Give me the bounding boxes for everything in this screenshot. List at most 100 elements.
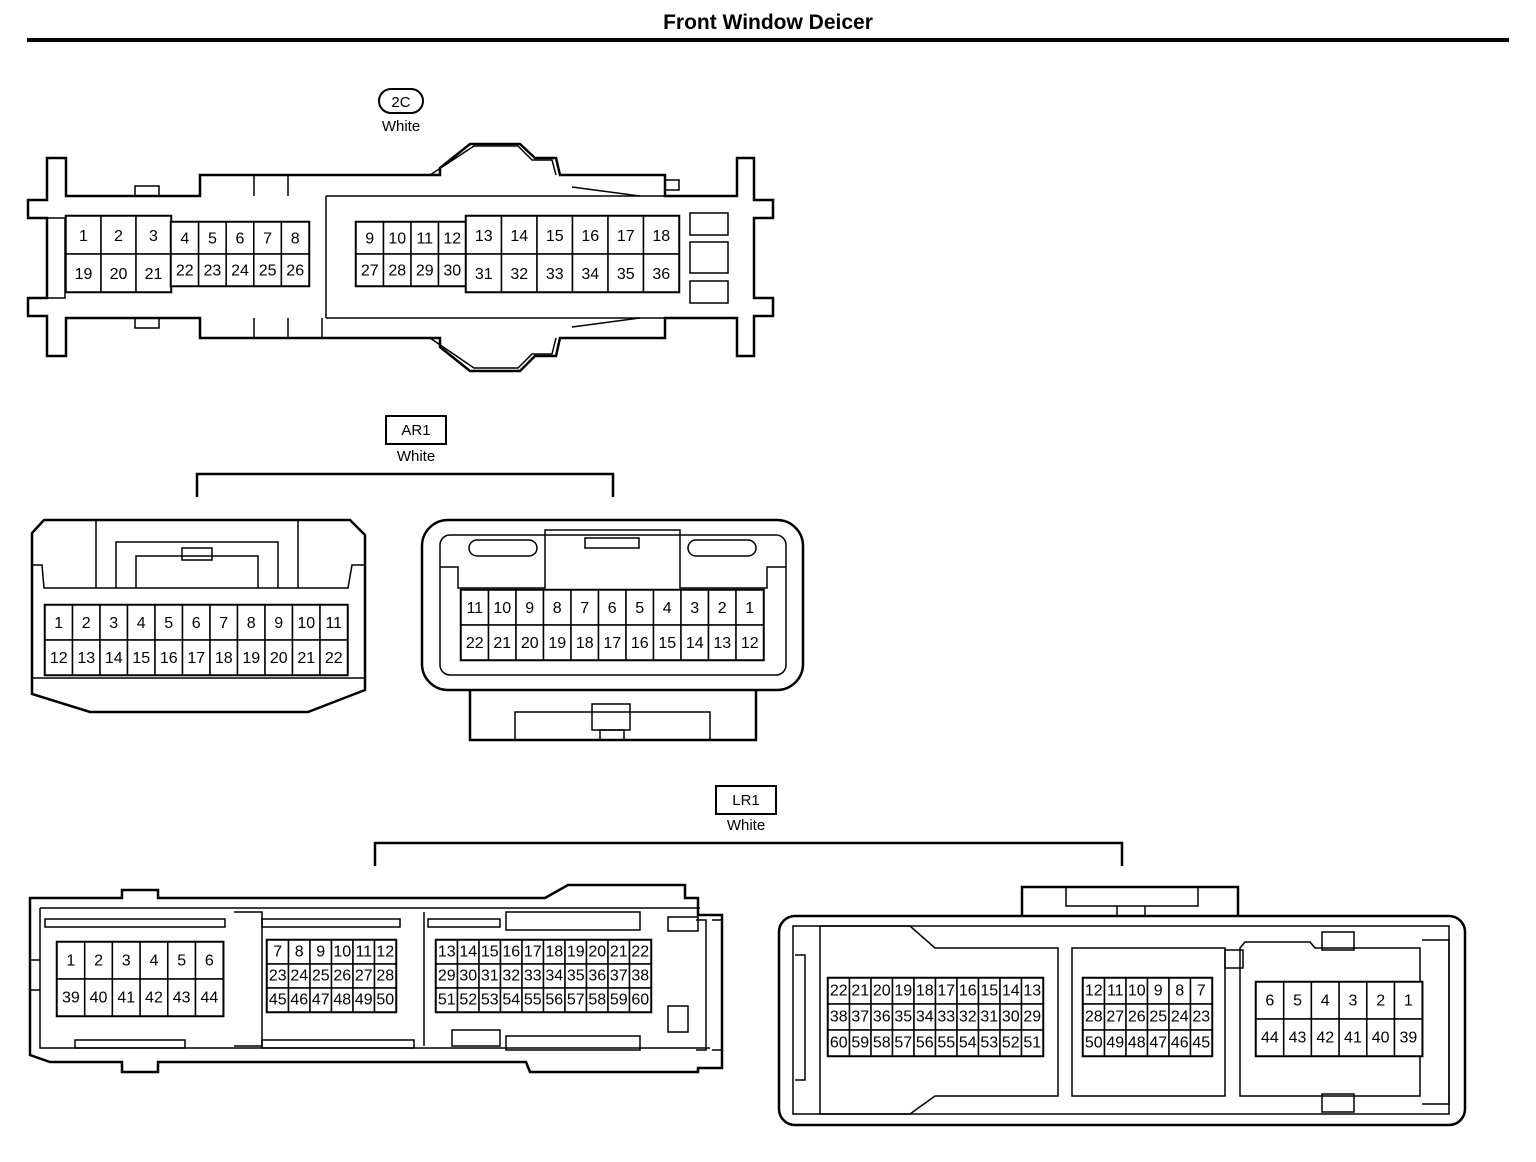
- lr1-right-a-pin-number: 36: [873, 1009, 891, 1026]
- lr1-right-a-pin-number: 59: [851, 1035, 869, 1052]
- lr1-left-b-pin-number: 10: [333, 944, 351, 961]
- lr1-right-a-pin-number: 52: [1002, 1035, 1020, 1052]
- ar1-left-pin-cell: [181, 639, 211, 676]
- lr1-right-b-pin-number: 26: [1128, 1009, 1146, 1026]
- c2c-d-pin-cell: [642, 215, 680, 255]
- lr1-left-a-pin-cell: [111, 978, 141, 1017]
- ar1-right-pin-cell: [487, 624, 517, 661]
- c2c-d-pin-cell: [642, 253, 680, 293]
- connector-lr1-right-housing: [777, 885, 1467, 1127]
- ar1-left-pin-number: 11: [325, 615, 342, 632]
- lr1-left-c-pin-number: 29: [438, 968, 456, 985]
- lr1-right-c-pin-cell: [1310, 1018, 1340, 1057]
- lr1-left-b-pin-number: 11: [355, 944, 372, 961]
- c2c-c-pin-cell: [410, 253, 440, 287]
- ar1-right-pin-number: 12: [741, 635, 759, 652]
- ar1-left-pin-number: 14: [105, 650, 123, 667]
- lr1-right-c-pin-cell: [1366, 1018, 1396, 1057]
- ar1-left-pin-number: 19: [242, 650, 260, 667]
- lr1-left-a-pin-number: 39: [62, 990, 80, 1007]
- connector-lr1-code-badge: LR1: [715, 785, 777, 815]
- c2c-a-pin-number: 20: [110, 266, 128, 283]
- c2c-b-pin-cell: [280, 253, 310, 287]
- ar1-right-pin-cell: [707, 589, 737, 626]
- ar1-left-pin-cell: [209, 604, 239, 641]
- lr1-left-b-pin-number: 48: [333, 992, 351, 1009]
- ar1-left-pin-number: 6: [192, 615, 201, 632]
- connector-ar1-right-housing: [420, 518, 805, 742]
- c2c-b-pin-cell: [253, 253, 283, 287]
- c2c-c-pin-number: 28: [388, 262, 406, 279]
- lr1-left-a-pin-number: 1: [66, 953, 75, 970]
- lr1-right-a-pin-number: 58: [873, 1035, 891, 1052]
- lr1-left-c-pin-number: 53: [481, 992, 499, 1009]
- lr1-right-a-pin-number: 15: [980, 983, 998, 1000]
- lr1-left-a-pin-cell: [167, 941, 197, 980]
- ar1-right-pin-number: 9: [525, 600, 534, 617]
- c2c-c-pin-number: 11: [416, 230, 433, 247]
- ar1-left-pin-cell: [71, 639, 101, 676]
- lr1-right-a-pin-number: 55: [937, 1035, 955, 1052]
- connector-ar1-color: White: [396, 448, 436, 465]
- lr1-right-b-pin-number: 24: [1171, 1009, 1189, 1026]
- ar1-right-pin-number: 10: [493, 600, 511, 617]
- ar1-right-pin-number: 14: [686, 635, 704, 652]
- lr1-left-c-pin-number: 13: [438, 944, 456, 961]
- c2c-c-pin-number: 27: [361, 262, 379, 279]
- lr1-left-c-pin-number: 33: [524, 968, 542, 985]
- lr1-left-b-pin-number: 45: [269, 992, 287, 1009]
- c2c-c-pin-number: 29: [416, 262, 434, 279]
- c2c-d-pin-number: 32: [510, 266, 528, 283]
- lr1-left-c-pin-number: 35: [567, 968, 585, 985]
- lr1-left-c-pin-number: 57: [567, 992, 585, 1009]
- ar1-left-pin-cell: [126, 604, 156, 641]
- c2c-c-pin-number: 12: [443, 230, 461, 247]
- c2c-a-pin-cell: [100, 253, 137, 293]
- lr1-left-c-pin-number: 21: [610, 944, 628, 961]
- connector-ar1-left-housing: [30, 518, 367, 714]
- c2c-b-pin-number: 7: [263, 230, 272, 247]
- lr1-right-c-pin-cell: [1255, 1018, 1285, 1057]
- ar1-right-pin-number: 7: [580, 600, 589, 617]
- ar1-left-pin-number: 22: [325, 650, 343, 667]
- c2c-c-pin-cell: [437, 253, 467, 287]
- lr1-left-a-pin-cell: [83, 941, 114, 980]
- lr1-right-a-pin-number: 30: [1002, 1009, 1020, 1026]
- lr1-left-c-pin-number: 22: [631, 944, 649, 961]
- lr1-left-c-pin-number: 19: [567, 944, 585, 961]
- ar1-right-pin-number: 22: [466, 635, 484, 652]
- ar1-left-pin-cell: [209, 639, 239, 676]
- c2c-c-pin-cell: [355, 221, 385, 255]
- lr1-right-b-pin-number: 23: [1192, 1009, 1210, 1026]
- lr1-right-a-pin-number: 32: [959, 1009, 977, 1026]
- lr1-left-a-pin-cell: [194, 978, 224, 1017]
- lr1-left-c-pin-number: 56: [545, 992, 563, 1009]
- c2c-b-pin-number: 22: [176, 262, 194, 279]
- lr1-right-c-pin-number: 43: [1289, 1030, 1307, 1047]
- lr1-right-a-pin-number: 54: [959, 1035, 977, 1052]
- lr1-right-a-pin-number: 60: [830, 1035, 848, 1052]
- connector-2c-housing: [26, 142, 775, 373]
- connector-2c-code-badge: 2C: [378, 88, 424, 114]
- ar1-left-pin-cell: [319, 639, 349, 676]
- ar1-left-pin-cell: [154, 604, 184, 641]
- ar1-left-pin-number: 3: [109, 615, 118, 632]
- c2c-d-pin-number: 31: [475, 266, 493, 283]
- lr1-right-a-pin-number: 34: [916, 1009, 934, 1026]
- ar1-right-pin-number: 6: [608, 600, 617, 617]
- lr1-left-a-pin-number: 40: [90, 990, 108, 1007]
- diagram-title: Front Window Deicer: [663, 11, 873, 34]
- lr1-right-c-pin-number: 42: [1316, 1030, 1334, 1047]
- c2c-c-pin-number: 9: [365, 230, 374, 247]
- c2c-b-pin-cell: [253, 221, 283, 255]
- c2c-d-pin-cell: [607, 215, 645, 255]
- c2c-b-pin-number: 8: [291, 230, 300, 247]
- c2c-d-pin-number: 33: [546, 266, 564, 283]
- lr1-right-b-pin-number: 50: [1085, 1035, 1103, 1052]
- lr1-left-a-pin-cell: [194, 941, 224, 980]
- c2c-d-pin-number: 15: [546, 228, 564, 245]
- ar1-left-pin-number: 9: [274, 615, 283, 632]
- lr1-left-a-pin-number: 43: [173, 990, 191, 1007]
